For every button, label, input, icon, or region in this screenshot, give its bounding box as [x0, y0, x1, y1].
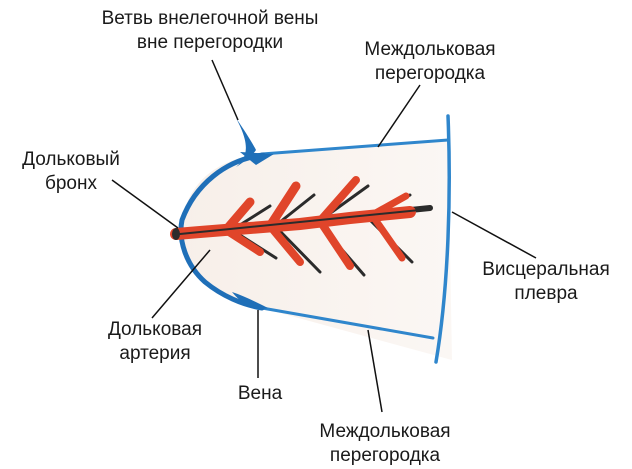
label-visceral-pleura: Висцеральная плевра [462, 258, 630, 306]
leader-extrapulmonary-vein [212, 60, 238, 120]
label-interlobular-septum-bottom: Междольковая перегородка [295, 420, 475, 468]
leader-pleura [452, 212, 536, 258]
label-lobular-artery: Дольковая артерия [90, 318, 220, 366]
label-interlobular-septum-top: Междольковая перегородка [340, 38, 520, 86]
bronchus-opening [172, 228, 180, 240]
leader-septum-top [378, 85, 420, 147]
leader-artery [152, 250, 210, 318]
label-vein: Вена [210, 382, 310, 406]
label-extrapulmonary-vein-branch: Ветвь внелегочной вены вне перегородки [70, 7, 350, 55]
leader-septum-bottom [368, 330, 382, 412]
label-lobular-bronchus: Дольковый бронх [6, 148, 136, 196]
